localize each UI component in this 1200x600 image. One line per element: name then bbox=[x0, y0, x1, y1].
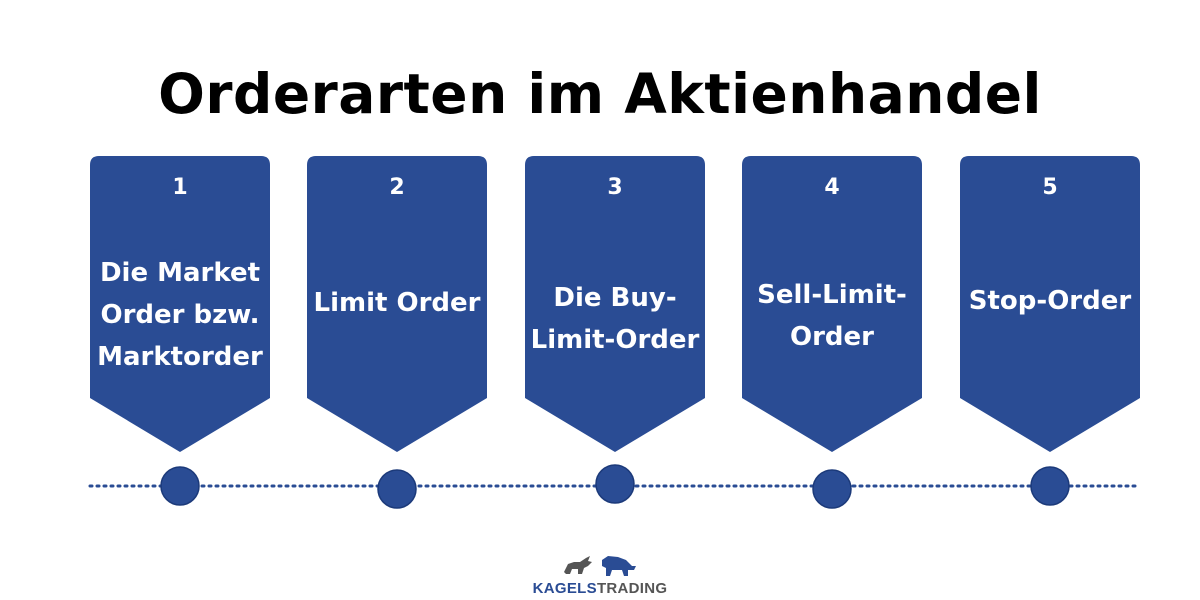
step-label: Sell-Limit-Order bbox=[757, 280, 907, 352]
bull-and-bear-icon bbox=[564, 556, 636, 576]
step-label: Die Market Order bzw. Marktorder bbox=[97, 258, 263, 372]
step-box-2 bbox=[307, 156, 487, 452]
step-box-5 bbox=[960, 156, 1140, 452]
step-box-1 bbox=[90, 156, 270, 452]
step-box-4 bbox=[742, 156, 922, 452]
timeline-marker-2 bbox=[377, 469, 417, 509]
timeline-marker-5 bbox=[1030, 466, 1070, 506]
timeline-marker-1 bbox=[160, 466, 200, 506]
step-number: 4 bbox=[824, 175, 840, 200]
step-box-3 bbox=[525, 156, 705, 452]
page-title: Orderarten im Aktienhandel bbox=[158, 62, 1042, 126]
step-number: 5 bbox=[1042, 175, 1058, 200]
step-number: 2 bbox=[389, 175, 405, 200]
timeline-marker-3 bbox=[595, 464, 635, 504]
step-number: 3 bbox=[607, 175, 623, 200]
step-label: Stop-Order bbox=[968, 286, 1132, 316]
timeline-marker-4 bbox=[812, 469, 852, 509]
brand-logo: KAGELSTRADING bbox=[530, 548, 670, 600]
step-label: Limit Order bbox=[313, 288, 481, 318]
logo-wordmark: KAGELSTRADING bbox=[532, 580, 668, 597]
step-label: Die Buy-Limit-Order bbox=[530, 283, 700, 355]
step-number: 1 bbox=[172, 175, 188, 200]
